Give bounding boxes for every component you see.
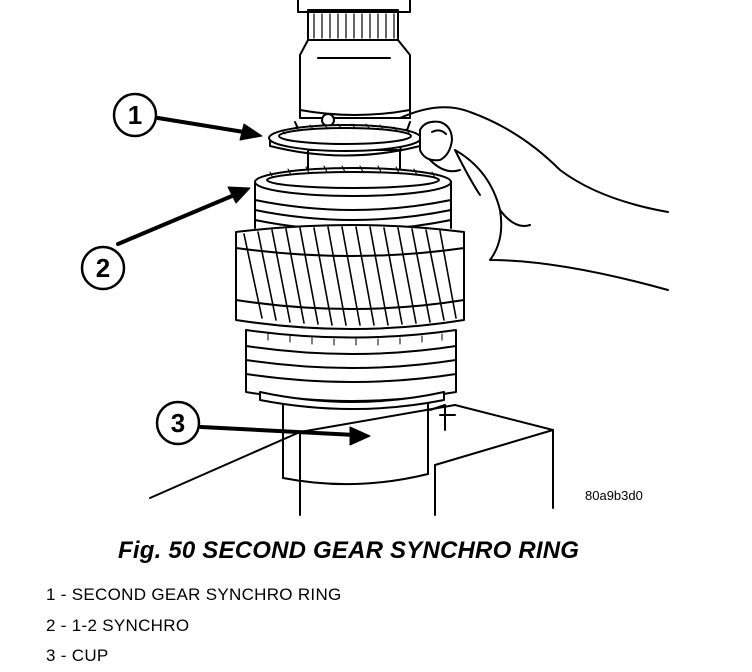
callout-1: 1 [112, 92, 263, 141]
legend-item-2: 2 - 1-2 SYNCHRO [46, 615, 190, 635]
image-id: 80a9b3d0 [585, 488, 643, 503]
figure-caption: Fig. 50 SECOND GEAR SYNCHRO RING [118, 537, 580, 564]
synchro-gear-stack [235, 165, 465, 410]
press-block [149, 404, 554, 516]
callout-3-arrow [199, 425, 357, 437]
legend-item-3: 3 - CUP [46, 646, 109, 665]
callout-1-bubble [112, 92, 158, 138]
callout-1-arrow [156, 116, 252, 135]
callout-3-bubble [155, 400, 201, 446]
callout-3-number: 3 [171, 408, 185, 438]
technical-illustration: 1 2 3 80a9b3d0 [80, 0, 669, 516]
callout-2: 2 [80, 186, 251, 291]
shaft [294, 0, 411, 179]
callout-2-arrow [116, 194, 234, 246]
callout-legend: 1 - SECOND GEAR SYNCHRO RING 2 - 1-2 SYN… [46, 580, 342, 672]
callout-3: 3 [155, 400, 371, 446]
hand [399, 106, 669, 291]
callout-2-bubble [80, 245, 126, 291]
callout-1-number: 1 [128, 100, 142, 130]
callout-2-number: 2 [96, 253, 110, 283]
legend-item-1: 1 - SECOND GEAR SYNCHRO RING [46, 585, 342, 604]
second-gear-synchro-ring [268, 123, 422, 157]
